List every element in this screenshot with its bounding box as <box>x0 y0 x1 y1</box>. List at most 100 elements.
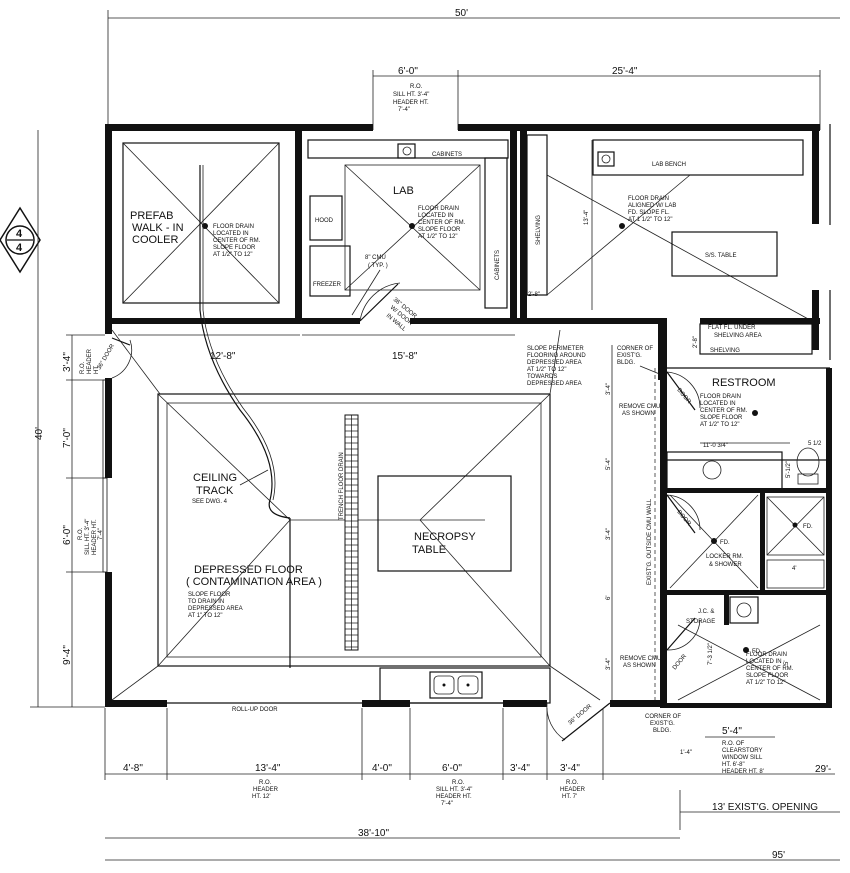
trench-grates <box>345 415 358 650</box>
dim-r1: 3'-4" <box>606 383 612 395</box>
note-clearstory: R.O. OF CLEARSTORY WINDOW SILL HT. 6'-8"… <box>722 741 764 775</box>
svg-text:FLOOR DRAIN: FLOOR DRAIN <box>746 652 787 658</box>
note-cooler-drain: FLOOR DRAIN LOCATED IN CENTER OF RM. SLO… <box>213 224 261 258</box>
room-necropsy-1: NECROPSY <box>414 531 476 543</box>
note-corner-bottom: CORNER OF EXIST'G. BLDG. <box>645 714 681 734</box>
dim-b7: 5'-4" <box>722 726 742 737</box>
svg-text:CENTER OF RM.: CENTER OF RM. <box>746 666 794 672</box>
room-storage-1: J.C. & <box>698 609 714 615</box>
d3-hdr: HEADER <box>560 787 586 793</box>
note-depressed-slope: SLOPE FLOOR TO DRAIN IN DEPRESSED AREA A… <box>188 592 243 619</box>
svg-text:R.O. OF: R.O. OF <box>722 741 745 747</box>
window2-ht: 7'-4" <box>98 528 104 540</box>
room-locker-2: & SHOWER <box>709 562 742 568</box>
note-remove-cmu-2: REMOVE CMU AS SHOWN <box>620 656 661 669</box>
top-dimensions: 50' 6'-0" 25'-4" R.O. SILL HT. 3'-4" HEA… <box>107 8 840 130</box>
dim-d3: 6'-0" <box>62 525 73 545</box>
room-cooler-1: PREFAB <box>130 210 173 222</box>
dim-cooler-width: 12'-8" <box>210 351 236 362</box>
svg-text:DEPRESSED AREA: DEPRESSED AREA <box>527 381 582 387</box>
fixture-ceiling-track-2: TRACK <box>196 485 234 497</box>
note-right-lab-drain: FLOOR DRAIN ALIGNED W/ LAB FD. SLOPE FL.… <box>628 196 676 223</box>
section-marker-top: 4 <box>16 228 23 240</box>
fd-locker: FD. <box>720 540 730 546</box>
svg-text:CORNER OF: CORNER OF <box>617 346 653 352</box>
svg-text:BLDG.: BLDG. <box>653 728 671 734</box>
window2-ro: R.O. <box>78 527 84 540</box>
win-sill: SILL HT. 3'-4" <box>436 787 472 793</box>
svg-text:ALIGNED W/ LAB: ALIGNED W/ LAB <box>628 203 676 209</box>
fixture-cmu-typ: ( TYP. ) <box>368 263 388 269</box>
fixture-trench-drain: TRENCH FLOOR DRAIN <box>339 452 345 520</box>
dim-south-run: 38'-10" <box>358 828 389 839</box>
dim-r5: 3'-4" <box>606 658 612 670</box>
d3-ro: R.O. <box>566 780 579 786</box>
win-hdr: HEADER HT. <box>436 794 472 800</box>
svg-text:LOCATED IN: LOCATED IN <box>418 213 454 219</box>
dim-existing-opening: 13' EXIST'G. OPENING <box>712 802 818 813</box>
svg-text:REMOVE CMU: REMOVE CMU <box>620 656 661 662</box>
door-hdr: HEADER <box>253 787 279 793</box>
dim-shower: 4' <box>792 566 796 572</box>
svg-text:FD. SLOPE FL.: FD. SLOPE FL. <box>628 210 670 216</box>
svg-text:CORNER OF: CORNER OF <box>645 714 681 720</box>
svg-text:FLOOR DRAIN: FLOOR DRAIN <box>418 206 459 212</box>
section-marker: 4 4 <box>0 206 41 274</box>
dim-top-window: 6'-0" <box>398 66 418 77</box>
note-remove-cmu-1: REMOVE CMU AS SHOWN <box>619 404 660 417</box>
svg-text:AT 1 1/2" TO 12": AT 1 1/2" TO 12" <box>628 217 673 223</box>
top-window-sill: SILL HT. 3'-4" <box>393 92 429 98</box>
fd-shower: FD. <box>803 524 813 530</box>
right-dimensions: 3'-4" 5'-4" 3'-4" 6' 3'-4" <box>606 345 613 700</box>
room-necropsy-2: TABLE <box>412 544 446 556</box>
fixture-ceiling-track-ref: SEE DWG. 4 <box>192 499 228 505</box>
win-ht: 7'-4" <box>441 801 453 807</box>
dim-far-right: 29'- <box>815 764 831 775</box>
svg-text:CENTER OF RM.: CENTER OF RM. <box>418 220 466 226</box>
svg-text:LOCATED IN: LOCATED IN <box>746 659 782 665</box>
dim-storage-d: 7'-3 1/2" <box>708 643 714 665</box>
fixture-roll-up-door: ROLL-UP DOOR <box>232 707 278 713</box>
dim-shelf-2: 2'-8" <box>693 336 699 348</box>
room-storage-2: STORAGE <box>686 619 715 625</box>
svg-text:SLOPE FLOOR: SLOPE FLOOR <box>418 227 461 233</box>
door-ht: HT. 12' <box>252 794 271 800</box>
top-window-header: HEADER HT. <box>393 100 429 106</box>
svg-text:EXIST'G.: EXIST'G. <box>617 353 642 359</box>
dim-restroom-a: 5 1/2 <box>808 441 822 447</box>
svg-text:TO DRAIN IN: TO DRAIN IN <box>188 599 224 605</box>
svg-text:CLEARSTORY: CLEARSTORY <box>722 748 762 754</box>
dim-b5: 3'-4" <box>510 763 530 774</box>
svg-text:TOWARDS: TOWARDS <box>527 374 557 380</box>
room-cooler-3: COOLER <box>132 234 179 246</box>
door-storage: DOOR <box>672 653 689 671</box>
svg-text:REMOVE CMU: REMOVE CMU <box>619 404 660 410</box>
note-restroom-drain: FLOOR DRAIN LOCATED IN CENTER OF RM. SLO… <box>700 394 748 428</box>
existing-wall-notes: EXIST'G. OUTSIDE CMU WALL REMOVE CMU AS … <box>546 368 681 742</box>
svg-text:CENTER OF RM.: CENTER OF RM. <box>213 238 261 244</box>
room-lab: LAB <box>393 185 414 197</box>
door-south: 36" DOOR <box>567 703 593 726</box>
d3-ht: HT. 7' <box>562 794 577 800</box>
dim-r2: 5'-4" <box>606 458 612 470</box>
svg-text:AT 1/2" TO 12": AT 1/2" TO 12" <box>700 422 740 428</box>
note-lab-drain: FLOOR DRAIN LOCATED IN CENTER OF RM. SLO… <box>418 206 466 240</box>
room-depressed-2: ( CONTAMINATION AREA ) <box>186 576 322 588</box>
fixture-ss-table: S/S. TABLE <box>705 253 736 259</box>
fixture-shelving-bottom: SHELVING <box>710 348 740 354</box>
svg-text:AT 1/2" TO 12": AT 1/2" TO 12" <box>213 252 253 258</box>
dim-lab-width: 15'-8" <box>392 351 418 362</box>
dim-b6: 3'-4" <box>560 763 580 774</box>
room-restroom: RESTROOM <box>712 377 776 389</box>
svg-text:CENTER OF RM.: CENTER OF RM. <box>700 408 748 414</box>
svg-text:FLOORING AROUND: FLOORING AROUND <box>527 353 586 359</box>
svg-text:AT 1/2" TO 12": AT 1/2" TO 12" <box>418 234 458 240</box>
note-storage-drain: FLOOR DRAIN LOCATED IN CENTER OF RM. SLO… <box>746 652 794 686</box>
dim-east-run: 95' <box>772 850 785 861</box>
note-perimeter-slope: SLOPE PERIMETER FLOORING AROUND DEPRESSE… <box>527 346 586 387</box>
left-dimensions: 40' 3'-4" 7'-0" 6'-0" 9'-4" R.O. HEADER … <box>30 130 105 708</box>
dim-restroom-b: 5'-1/2" <box>786 461 792 478</box>
svg-text:FLOOR DRAIN: FLOOR DRAIN <box>700 394 741 400</box>
window2-sill: SILL HT. 3'-4" <box>85 519 91 555</box>
